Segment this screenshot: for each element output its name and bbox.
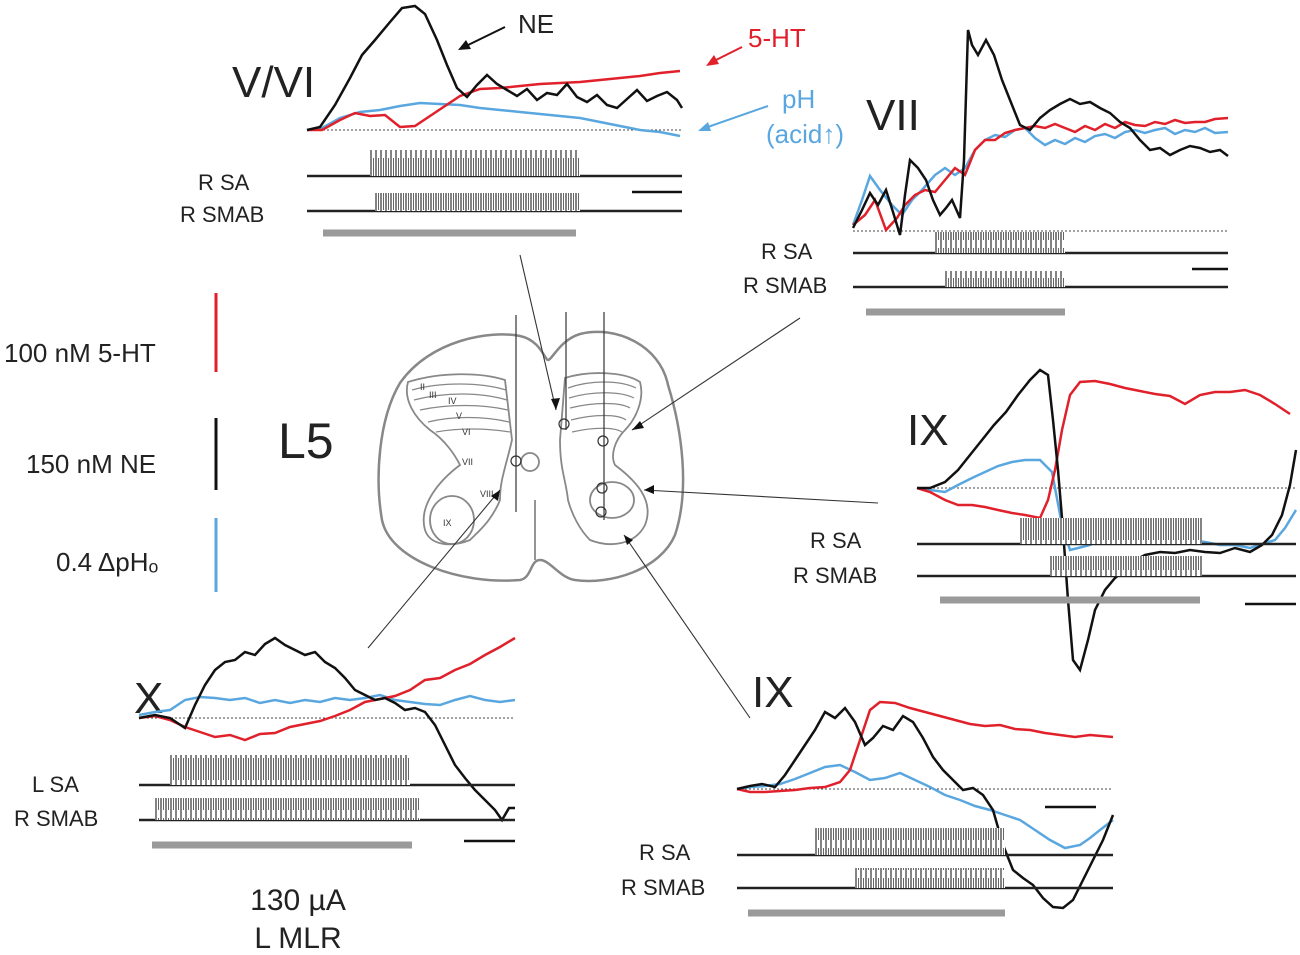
5ht-trace xyxy=(138,636,516,742)
legend-ph-label: 0.4 ΔpHₒ xyxy=(56,547,159,577)
emg-burst-1 xyxy=(935,232,1065,253)
lamina-label-ii: II xyxy=(420,382,425,392)
emg-label-2: R SMAB xyxy=(743,273,827,298)
emg-burst-1 xyxy=(170,755,410,785)
lamina-label-vii: VII xyxy=(462,457,473,467)
emg-burst-2 xyxy=(375,193,580,211)
arrowhead xyxy=(632,421,644,430)
5ht-trace xyxy=(736,700,1114,794)
cord-outline xyxy=(377,330,685,583)
lamina-label-viii: VIII xyxy=(480,489,494,499)
recording-site-marker xyxy=(597,435,609,447)
gray-matter-right xyxy=(559,372,649,546)
lamina-label-iv: IV xyxy=(448,396,457,406)
gray-matter-left xyxy=(405,373,513,546)
emg-label-2: R SMAB xyxy=(14,806,98,831)
electrode-tracks xyxy=(510,312,609,520)
ph-arrowhead xyxy=(698,122,711,131)
lamina-label-iii: III xyxy=(429,390,437,400)
panel-title: IX xyxy=(907,406,949,455)
pointer-line xyxy=(519,254,557,411)
5ht-annotation: 5-HT xyxy=(748,23,806,53)
emg-label-1: R SA xyxy=(198,170,250,195)
spinal-cord-section xyxy=(377,330,685,583)
dorsal-horn-lines-left xyxy=(411,383,511,433)
emg-label-2: R SMAB xyxy=(621,875,705,900)
pointer-line xyxy=(367,489,501,649)
lamina-ix-right xyxy=(589,481,635,519)
emg-label-1: L SA xyxy=(32,772,79,797)
central-canal xyxy=(520,452,540,472)
lamina-labels: II III IV V VI VII VIII IX xyxy=(420,382,494,528)
ph-trace xyxy=(736,763,1114,850)
lamina-label-vi: VI xyxy=(462,427,471,437)
ph-trace xyxy=(851,126,1229,226)
5ht-trace xyxy=(916,379,1291,520)
ne-trace xyxy=(138,636,515,823)
lamina-label-ix: IX xyxy=(443,518,452,528)
emg-burst-1 xyxy=(1020,518,1202,544)
emg-burst-2 xyxy=(945,271,1065,287)
panel-ix-right: IX R SA R SMAB xyxy=(793,368,1298,673)
5ht-arrow-line xyxy=(711,46,743,63)
emg-label-1: R SA xyxy=(761,239,813,264)
ne-trace xyxy=(306,4,684,132)
lamina-label-v: V xyxy=(456,411,462,421)
recording-site-marker xyxy=(595,506,607,518)
segment-label: L5 xyxy=(278,413,334,469)
emg-burst-1 xyxy=(370,150,580,176)
stimulus-current-label: 130 µA xyxy=(250,884,346,917)
dorsal-horn-lines-right xyxy=(567,381,637,433)
emg-label-2: R SMAB xyxy=(793,563,877,588)
arrowhead xyxy=(644,485,654,494)
panel-title: V/VI xyxy=(232,58,315,107)
pointer-arrowheads xyxy=(491,398,654,545)
panel-ix-bottom: IX R SA R SMAB xyxy=(621,668,1115,917)
arrowhead xyxy=(491,490,500,501)
emg-label-1: R SA xyxy=(810,528,862,553)
5ht-arrowhead xyxy=(706,55,719,66)
pointer-line xyxy=(631,317,801,431)
pointer-line xyxy=(623,534,751,719)
lamina-ix-left xyxy=(429,495,475,545)
acid-annotation: (acid↑) xyxy=(766,119,844,149)
emg-label-1: R SA xyxy=(639,840,691,865)
ne-arrowhead xyxy=(458,40,471,50)
ne-trace xyxy=(851,29,1229,236)
ne-trace xyxy=(917,368,1298,673)
ne-trace xyxy=(736,706,1115,910)
ph-annotation: pH xyxy=(782,84,815,114)
ne-annotation: NE xyxy=(518,9,554,39)
5ht-trace xyxy=(852,116,1229,233)
emg-burst-2 xyxy=(1050,556,1202,576)
ph-trace xyxy=(306,101,681,138)
arrowhead xyxy=(624,535,633,545)
legend-5ht-label: 100 nM 5-HT xyxy=(4,338,156,368)
ne-arrow-line xyxy=(463,26,506,48)
panel-title: VII xyxy=(866,91,920,140)
panel-title: IX xyxy=(752,668,794,717)
emg-burst-1 xyxy=(815,828,1005,855)
ph-arrow-line xyxy=(704,105,769,129)
pointer-lines xyxy=(367,254,879,719)
ph-trace xyxy=(138,693,516,717)
arrowhead xyxy=(551,398,560,410)
panel-vii: VII R SA R SMAB xyxy=(743,29,1229,316)
pointer-line xyxy=(643,489,879,504)
recording-site-marker xyxy=(510,455,522,467)
legend-ne-label: 150 nM NE xyxy=(26,449,156,479)
legend: 100 nM 5-HT 150 nM NE 0.4 ΔpHₒ xyxy=(4,293,218,592)
recording-site-marker xyxy=(596,482,608,494)
emg-burst-2 xyxy=(855,868,1005,888)
emg-label-2: R SMAB xyxy=(180,202,264,227)
recording-site-marker xyxy=(558,418,570,430)
stimulus-site-label: L MLR xyxy=(254,922,341,955)
panel-v-vi: V/VI NE 5-HT pH (acid↑) R SA R SMAB xyxy=(180,4,844,237)
emg-burst-2 xyxy=(155,798,420,820)
panel-x: X L SA R SMAB xyxy=(14,636,516,849)
